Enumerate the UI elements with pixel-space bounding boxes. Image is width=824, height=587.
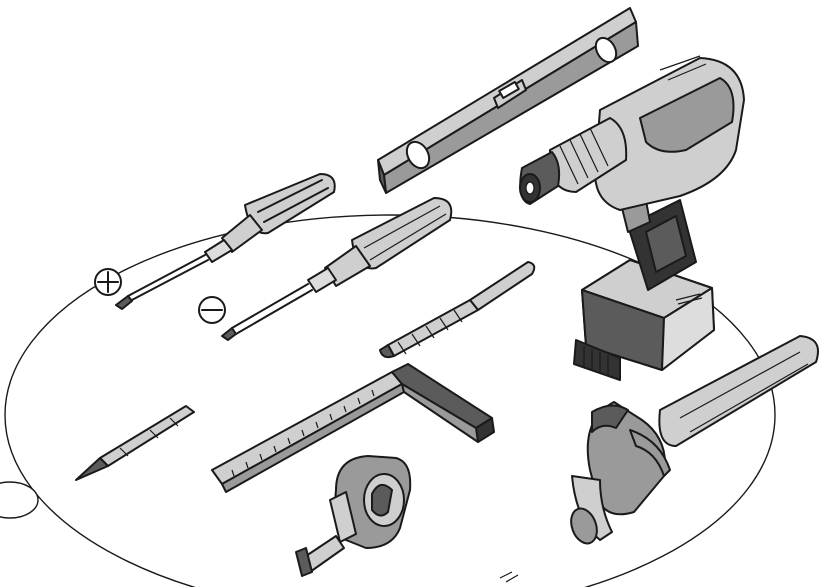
claw-hammer bbox=[570, 335, 819, 545]
try-square bbox=[211, 363, 495, 493]
drill-bit bbox=[379, 261, 536, 359]
ground-ellipse bbox=[0, 214, 776, 587]
cordless-drill bbox=[519, 55, 745, 483]
flathead-screwdriver bbox=[198, 197, 453, 341]
spirit-level bbox=[377, 7, 639, 194]
carpenter-pencil bbox=[75, 405, 195, 481]
tape-measure bbox=[295, 455, 412, 577]
phillips-screwdriver bbox=[94, 173, 336, 310]
